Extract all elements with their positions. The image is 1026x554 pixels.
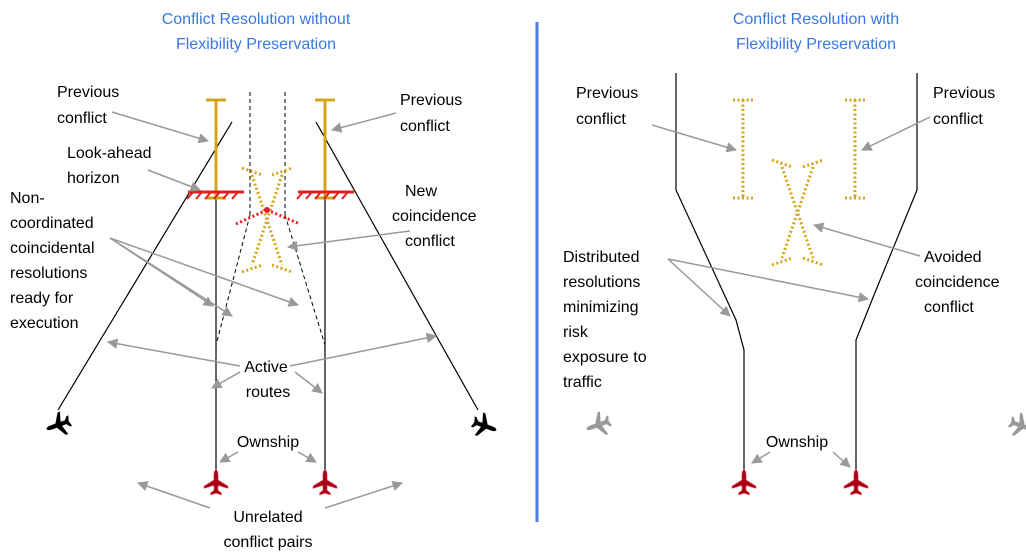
left-title-line1: Conflict Resolution without: [162, 11, 351, 28]
route-far-left: [57, 121, 233, 411]
label-non-coordinated-1: Non-: [10, 190, 45, 207]
ownship-aircraft-icon-right-panel-right: [843, 469, 869, 496]
crossing-point: [264, 207, 270, 213]
right-panel: Conflict Resolution with Flexibility Pre…: [563, 11, 1026, 496]
leader-arrows-left: [106, 111, 438, 509]
aircraft-icon-far-right: [468, 410, 501, 442]
label-distributed-5: exposure to: [563, 349, 647, 366]
previous-conflict-left-bar: [206, 98, 226, 200]
label-distributed-3: minimizing: [563, 299, 639, 316]
label-previous-conflict-left-2: conflict: [57, 110, 107, 127]
ownship-aircraft-icon-left: [203, 469, 229, 496]
label-unrelated-1: Unrelated: [233, 509, 302, 526]
label-previous-conflict-right-2-right-panel: conflict: [933, 111, 983, 128]
look-ahead-crossing: [235, 208, 301, 226]
previous-conflict-left-dotted: [733, 98, 753, 200]
right-title-line1: Conflict Resolution with: [733, 11, 899, 28]
label-previous-conflict-left-1-right-panel: Previous: [576, 85, 638, 102]
previous-conflict-right-bar: [315, 98, 335, 200]
label-active-routes-1: Active: [244, 359, 288, 376]
left-title-line2: Flexibility Preservation: [176, 36, 336, 53]
label-non-coordinated-6: execution: [10, 315, 79, 332]
label-new-conflict-3: conflict: [405, 233, 455, 250]
label-non-coordinated-5: ready for: [10, 290, 74, 307]
label-non-coordinated-3: coincidental: [10, 240, 95, 257]
right-title-line2: Flexibility Preservation: [736, 36, 896, 53]
label-new-conflict-2: coincidence: [392, 208, 477, 225]
avoided-coincidence-conflict: [771, 158, 824, 267]
label-previous-conflict-right-1-right-panel: Previous: [933, 85, 995, 102]
route-far-right: [315, 121, 479, 411]
label-previous-conflict-left-2-right-panel: conflict: [576, 111, 626, 128]
label-unrelated-2: conflict pairs: [224, 534, 313, 551]
label-distributed-6: traffic: [563, 374, 602, 391]
label-distributed-1: Distributed: [563, 249, 639, 266]
aircraft-icon-ghost-right: [1005, 410, 1026, 442]
look-ahead-horizon-left: [186, 190, 244, 200]
leader-arrows-right: [651, 116, 931, 468]
new-coincidence-conflict: [241, 166, 293, 274]
label-avoided-2: coincidence: [915, 274, 1000, 291]
label-previous-conflict-right-2: conflict: [400, 118, 450, 135]
label-distributed-4: risk: [563, 324, 589, 341]
label-look-ahead-2: horizon: [67, 170, 119, 187]
label-previous-conflict-left-1: Previous: [57, 84, 119, 101]
route-right-panel-right: [855, 73, 918, 470]
ownship-aircraft-icon-right-panel-left: [731, 469, 757, 496]
label-avoided-1: Avoided: [924, 249, 982, 266]
non-coordinated-resolutions: [215, 92, 326, 346]
label-ownship-left-panel: Ownship: [237, 434, 299, 451]
label-ownship-right-panel: Ownship: [766, 434, 828, 451]
label-look-ahead-1: Look-ahead: [67, 145, 152, 162]
look-ahead-horizon-right: [296, 190, 354, 200]
label-active-routes-2: routes: [246, 384, 290, 401]
label-non-coordinated-4: resolutions: [10, 265, 87, 282]
label-distributed-2: resolutions: [563, 274, 640, 291]
aircraft-icon-far-left: [42, 409, 75, 441]
aircraft-icon-ghost-left: [582, 409, 615, 441]
label-avoided-3: conflict: [924, 299, 974, 316]
label-non-coordinated-2: coordinated: [10, 215, 94, 232]
label-previous-conflict-right-1: Previous: [400, 92, 462, 109]
label-new-conflict-1: New: [405, 183, 437, 200]
left-panel: Conflict Resolution without Flexibility …: [10, 11, 501, 551]
ownship-aircraft-icon-right: [312, 469, 338, 496]
route-right-panel-left: [675, 73, 745, 470]
previous-conflict-right-dotted: [845, 98, 865, 200]
